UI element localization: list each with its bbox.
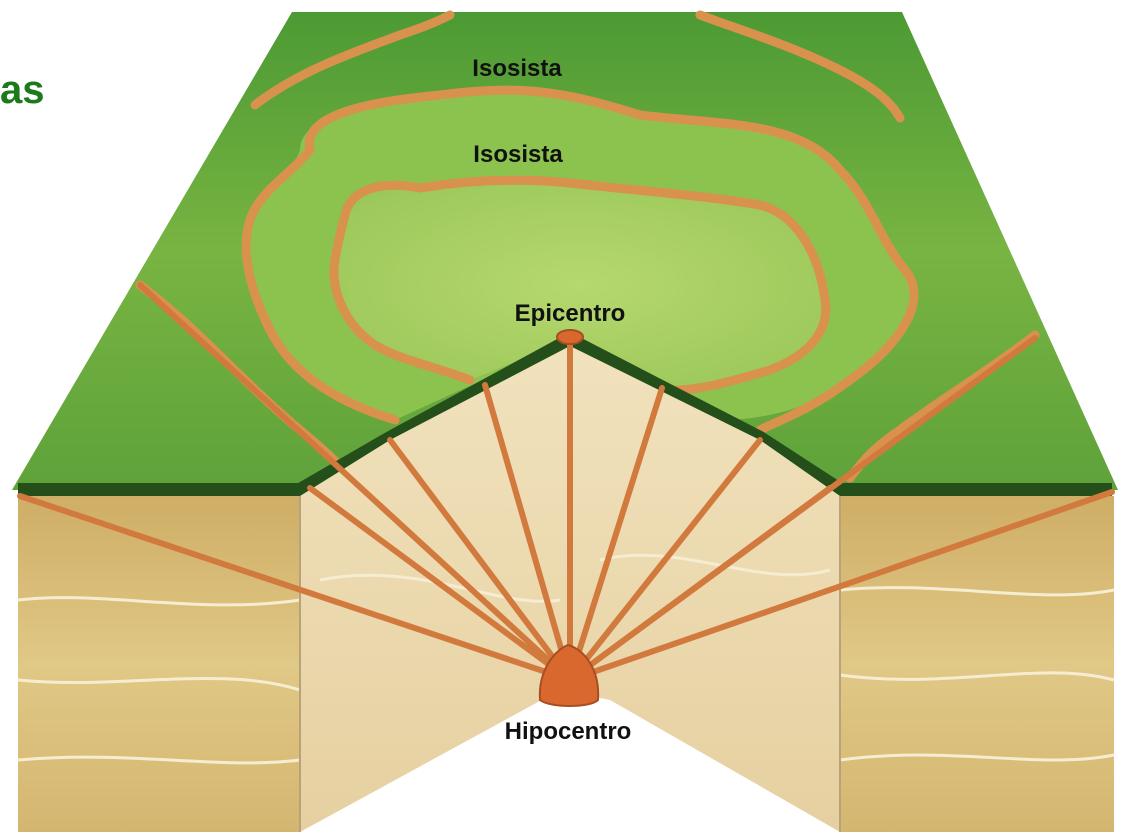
- title-fragment: as: [0, 68, 45, 113]
- hypocenter-label: Hipocentro: [505, 718, 632, 746]
- soil-block-right: [840, 496, 1114, 832]
- soil-block-left: [18, 496, 300, 832]
- isoseismal-label-inner: Isosista: [473, 141, 562, 169]
- epicenter-label: Epicentro: [515, 300, 626, 328]
- isoseismal-label-outer: Isosista: [472, 55, 561, 83]
- epicenter-marker: [557, 330, 583, 344]
